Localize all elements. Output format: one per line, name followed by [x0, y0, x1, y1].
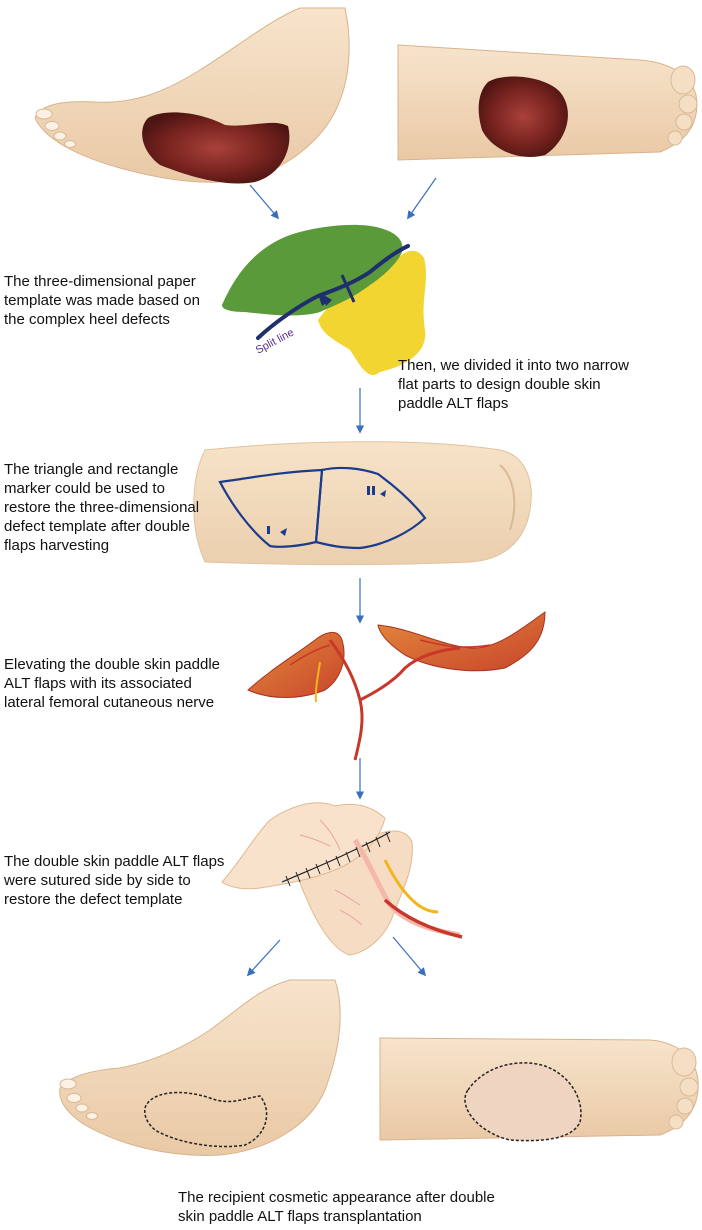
caption-divided-template: Then, we divided it into two narrow flat… — [398, 357, 629, 412]
thigh-with-flap-design — [193, 441, 532, 566]
foot-sole-view-defect — [397, 44, 698, 161]
caption-markers: The triangle and rectangle marker could … — [4, 461, 200, 554]
nerve — [314, 661, 321, 703]
foot-side-view-reconstructed — [59, 979, 341, 1156]
arrow — [392, 936, 427, 977]
triangle-marker — [280, 528, 287, 536]
flap-outline-right — [314, 466, 427, 550]
suture-outline — [144, 1091, 268, 1148]
flap-outline-left — [218, 468, 324, 548]
suture-outline — [464, 1062, 582, 1142]
suture-line — [281, 831, 391, 883]
arrow — [249, 184, 280, 220]
foot-side-view-defect — [34, 7, 350, 184]
heel-wound — [142, 112, 290, 184]
pedicle — [383, 898, 463, 939]
split-line-label: Split line — [254, 327, 296, 357]
caption-elevating-flaps: Elevating the double skin paddle ALT fla… — [4, 656, 220, 711]
rectangle-marker — [267, 526, 270, 534]
rectangle-marker — [340, 274, 356, 303]
split-line — [256, 244, 410, 340]
sole-wound — [478, 76, 568, 158]
caption-sutured-flaps: The double skin paddle ALT flaps were su… — [4, 853, 225, 908]
caption-recipient-appearance: The recipient cosmetic appearance after … — [178, 1189, 495, 1225]
sutured-flaps-template — [221, 802, 463, 956]
elevated-alt-flaps — [247, 611, 546, 761]
caption-paper-template: The three-dimensional paper template was… — [4, 273, 200, 328]
nerve — [383, 859, 439, 914]
foot-sole-view-reconstructed — [379, 1037, 699, 1142]
arrow — [246, 939, 281, 977]
arrow — [407, 177, 437, 220]
